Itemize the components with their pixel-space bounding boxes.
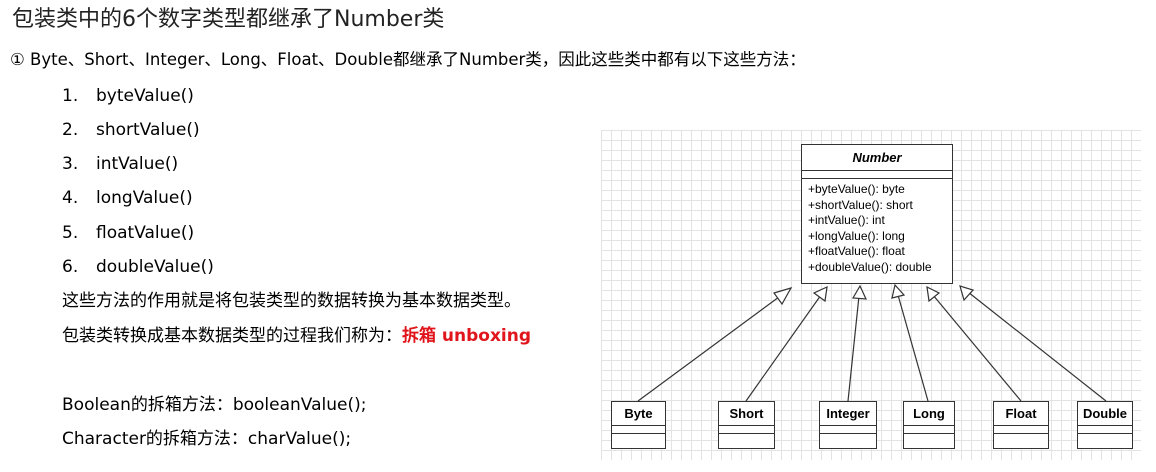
arrow-head-integer: [851, 284, 867, 300]
class-name: Double: [1078, 402, 1132, 426]
method-number: 6.: [62, 257, 79, 277]
method-item: 2. shortValue(): [62, 118, 200, 142]
method-item: 4. longValue(): [62, 186, 193, 210]
uml-diagram: Number +byteValue(): byte +shortValue():…: [601, 130, 1141, 460]
inheritance-arrows: [637, 283, 1107, 402]
method-number: 5.: [62, 223, 79, 243]
arrow-head-double: [959, 285, 975, 302]
unboxing-definition: 包装类转换成基本数据类型的过程我们称为：拆箱 unboxing: [62, 324, 531, 348]
class-divider: [1078, 426, 1132, 434]
double-class-box: Double: [1077, 401, 1133, 449]
method-name: longValue(): [96, 188, 193, 208]
class-name: Byte: [612, 402, 665, 426]
method-name: floatValue(): [96, 223, 195, 243]
number-attributes-divider: [802, 171, 952, 179]
arrow-short: [745, 294, 822, 402]
byte-class-box: Byte: [611, 401, 666, 449]
number-method: +byteValue(): byte: [808, 182, 905, 196]
unboxing-prefix: 包装类转换成基本数据类型的过程我们称为：: [62, 326, 402, 346]
class-name: Short: [719, 402, 774, 426]
class-name: Integer: [820, 402, 876, 426]
arrow-byte: [637, 293, 784, 402]
arrow-head-long: [891, 283, 906, 299]
method-number: 4.: [62, 188, 79, 208]
short-class-box: Short: [718, 401, 775, 449]
number-class-box: Number +byteValue(): byte +shortValue():…: [801, 144, 953, 284]
method-item: 6. doubleValue(): [62, 255, 214, 279]
integer-class-box: Integer: [819, 401, 877, 449]
class-name: Long: [904, 402, 954, 426]
number-method: +intValue(): int: [808, 213, 885, 227]
class-name: Float: [994, 402, 1048, 426]
class-divider: [904, 426, 954, 434]
character-unboxing-line: Character的拆箱方法：charValue();: [62, 429, 352, 449]
method-name: intValue(): [96, 154, 179, 174]
method-item: 5. floatValue(): [62, 221, 194, 245]
class-divider: [820, 426, 876, 434]
class-divider: [612, 426, 665, 434]
number-method: +floatValue(): float: [808, 244, 905, 258]
number-methods: +byteValue(): byte +shortValue(): short …: [802, 179, 952, 278]
method-name: shortValue(): [96, 120, 200, 140]
number-method: +doubleValue(): double: [808, 259, 932, 274]
method-item: 3. intValue(): [62, 152, 178, 176]
arrow-double: [967, 291, 1107, 402]
arrow-integer: [847, 295, 860, 402]
arrow-head-float: [926, 285, 941, 303]
number-class-name: Number: [802, 145, 952, 171]
number-method: +shortValue(): short: [808, 197, 913, 212]
method-item: 1. byteValue(): [62, 84, 194, 108]
method-name: byteValue(): [96, 86, 194, 106]
float-class-box: Float: [993, 401, 1049, 449]
explanation-text: 这些方法的作用就是将包装类型的数据转换为基本数据类型。: [62, 291, 521, 311]
unboxing-term: 拆箱 unboxing: [402, 326, 532, 346]
intro-text: ① Byte、Short、Integer、Long、Float、Double都继…: [10, 50, 806, 69]
arrow-head-short: [812, 285, 828, 303]
method-number: 2.: [62, 120, 79, 140]
class-divider: [719, 426, 774, 434]
method-number: 1.: [62, 86, 79, 106]
boolean-unboxing-line: Boolean的拆箱方法：booleanValue();: [62, 395, 367, 415]
class-divider: [994, 426, 1048, 434]
number-method: +longValue(): long: [808, 228, 905, 243]
long-class-box: Long: [903, 401, 955, 449]
page-title: 包装类中的6个数字类型都继承了Number类: [12, 7, 445, 32]
arrow-head-byte: [773, 287, 793, 306]
method-number: 3.: [62, 154, 79, 174]
method-name: doubleValue(): [96, 257, 214, 277]
arrow-float: [932, 294, 1022, 402]
arrow-long: [897, 294, 929, 402]
